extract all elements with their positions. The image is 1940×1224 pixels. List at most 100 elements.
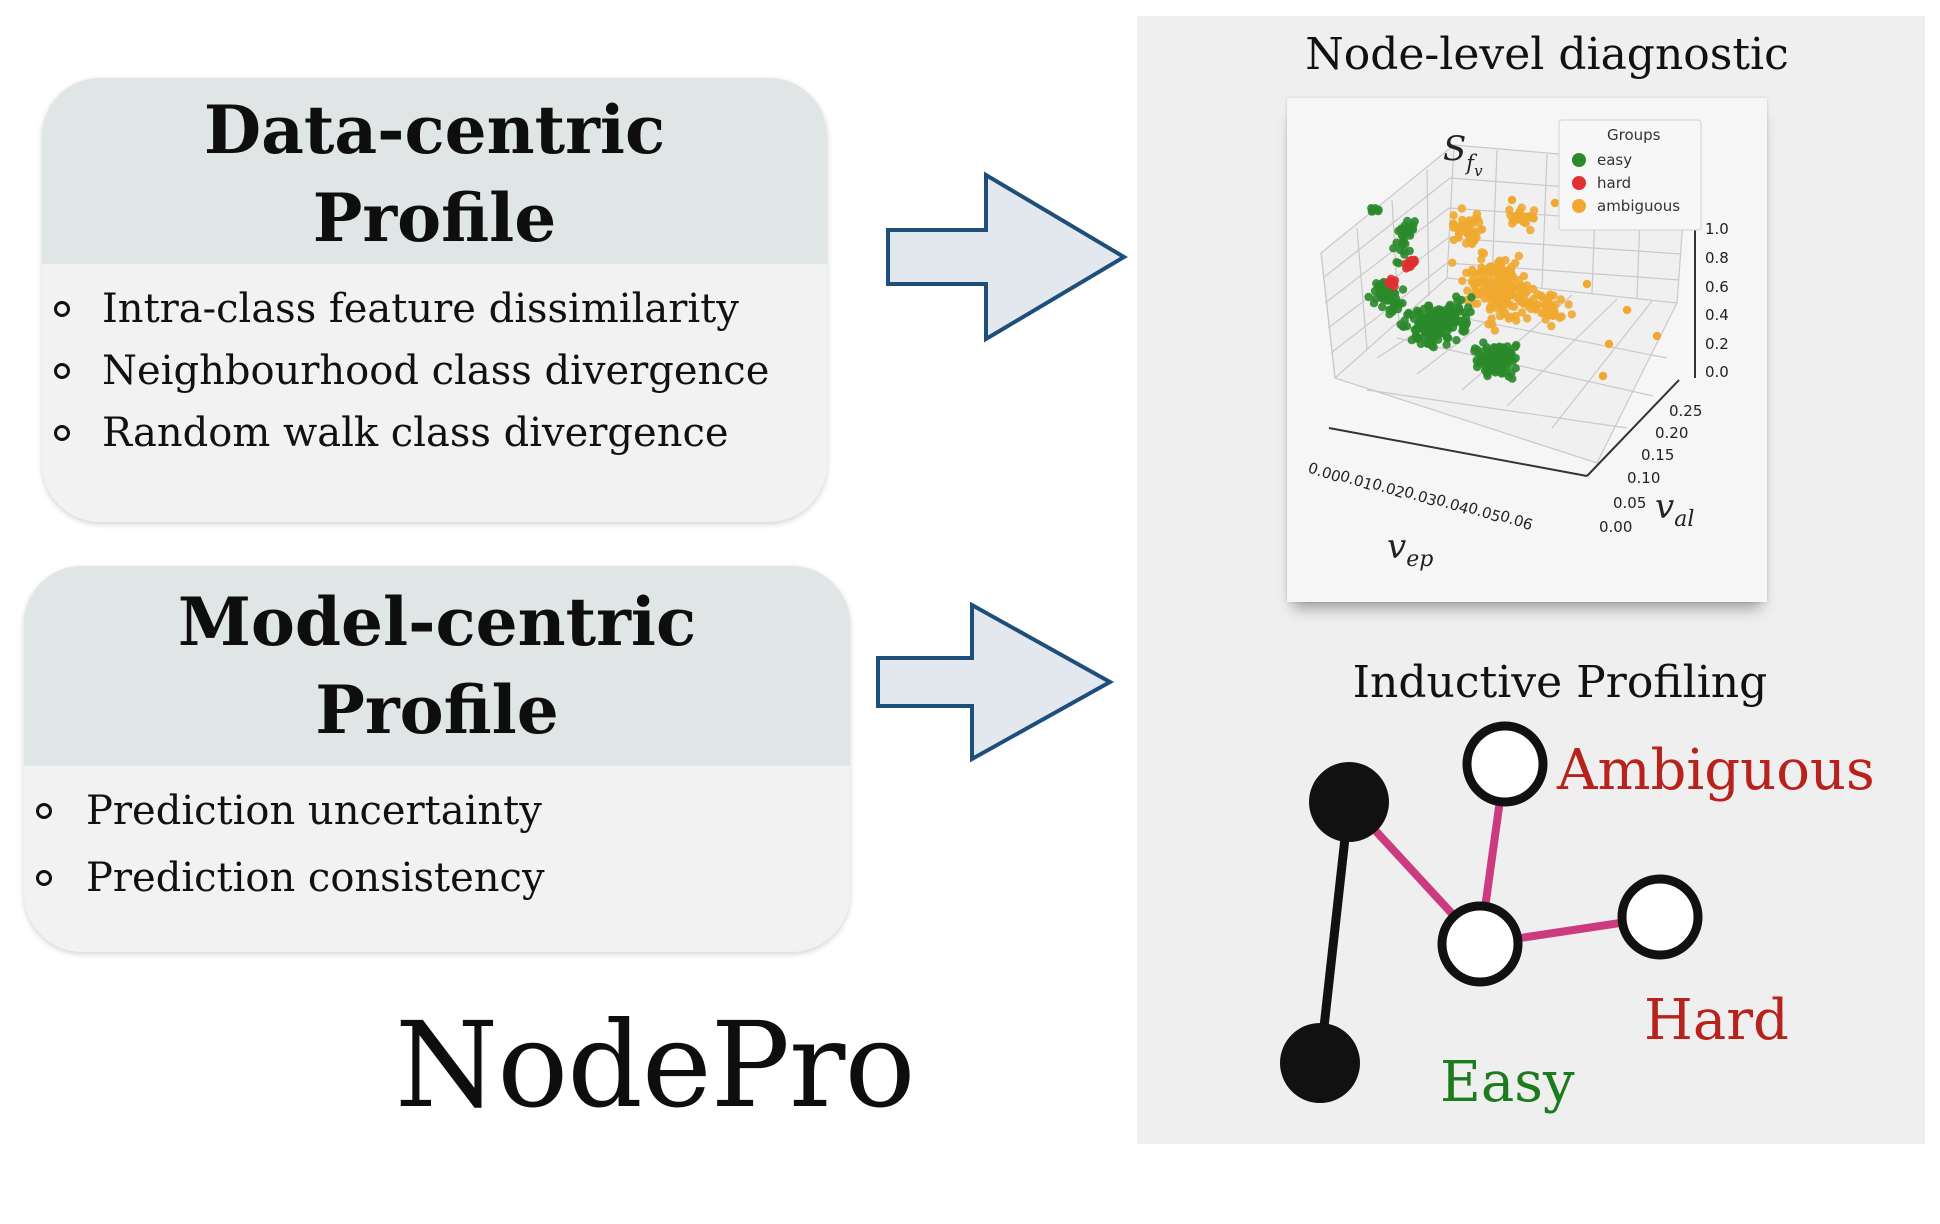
scatter-point-easy bbox=[1368, 206, 1377, 215]
scatter-point-ambiguous bbox=[1457, 221, 1466, 230]
legend-entry-ambiguous: ambiguous bbox=[1597, 197, 1680, 215]
scatter-point-ambiguous bbox=[1526, 225, 1535, 235]
scatter-point-ambiguous bbox=[1533, 300, 1542, 310]
scatter-point-easy bbox=[1423, 338, 1432, 347]
scatter-point-easy bbox=[1467, 293, 1476, 302]
scatter-point-ambiguous bbox=[1463, 286, 1472, 295]
y-axis-ticks: 0.25 0.20 0.15 0.10 0.05 0.00 bbox=[1599, 402, 1702, 536]
y-tick: 0.00 bbox=[1599, 518, 1632, 536]
scatter-point-easy bbox=[1502, 354, 1511, 363]
y-tick: 0.20 bbox=[1655, 424, 1688, 442]
scatter-point-ambiguous bbox=[1549, 291, 1558, 300]
scatter-point-ambiguous bbox=[1486, 302, 1495, 312]
data-centric-title: Data-centric Profile bbox=[42, 78, 827, 264]
scatter-point-easy bbox=[1457, 295, 1466, 305]
scatter-point-easy bbox=[1479, 338, 1488, 347]
list-item: Random walk class divergence bbox=[42, 402, 827, 464]
easy-label: Easy bbox=[1440, 1050, 1575, 1115]
scatter-point-ambiguous bbox=[1464, 229, 1474, 239]
scatter-point-easy bbox=[1488, 364, 1497, 373]
scatter-point-ambiguous bbox=[1449, 223, 1458, 232]
scatter-point-ambiguous bbox=[1463, 219, 1473, 228]
z-tick: 0.0 bbox=[1705, 363, 1729, 381]
scatter-point-easy bbox=[1402, 227, 1411, 236]
scatter-point-easy bbox=[1390, 301, 1399, 311]
scatter-point-easy bbox=[1364, 292, 1373, 302]
scatter-point-easy bbox=[1418, 313, 1427, 322]
scatter-point-ambiguous bbox=[1500, 276, 1510, 285]
inductive-graph bbox=[1280, 721, 1703, 1103]
scatter-point-ambiguous bbox=[1492, 298, 1502, 307]
scatter-point-ambiguous bbox=[1477, 255, 1486, 264]
scatter-point-ambiguous bbox=[1622, 305, 1632, 315]
bullet-circle-icon bbox=[36, 870, 52, 886]
scatter-point-easy bbox=[1413, 324, 1422, 333]
scatter-point-easy bbox=[1508, 356, 1518, 366]
scatter-point-ambiguous bbox=[1557, 312, 1566, 321]
z-tick: 0.8 bbox=[1705, 249, 1729, 267]
scatter-point-ambiguous bbox=[1508, 219, 1517, 228]
model-centric-list: Prediction uncertainty Prediction consis… bbox=[24, 766, 850, 912]
scatter-point-easy bbox=[1411, 332, 1420, 341]
scatter-point-ambiguous bbox=[1564, 300, 1573, 309]
scatter-point-easy bbox=[1396, 320, 1405, 329]
scatter-point-easy bbox=[1403, 310, 1412, 319]
scatter-point-ambiguous bbox=[1529, 206, 1539, 215]
scatter-point-ambiguous bbox=[1514, 251, 1524, 261]
scatter-point-easy bbox=[1400, 250, 1409, 259]
scatter-point-easy bbox=[1442, 340, 1451, 349]
scatter-point-easy bbox=[1394, 226, 1403, 236]
scatter-point-easy bbox=[1429, 331, 1438, 340]
bullet-circle-icon bbox=[54, 363, 70, 379]
list-item: Prediction uncertainty bbox=[24, 778, 850, 845]
scatter-point-easy bbox=[1430, 306, 1440, 315]
scatter-point-easy bbox=[1385, 310, 1394, 319]
scatter-point-ambiguous bbox=[1484, 320, 1493, 329]
inductive-title: Inductive Profiling bbox=[1352, 657, 1768, 708]
scatter-point-easy bbox=[1452, 336, 1461, 345]
filled-node bbox=[1280, 1023, 1360, 1103]
scatter-point-easy bbox=[1433, 315, 1442, 324]
scatter-point-ambiguous bbox=[1495, 311, 1505, 321]
scatter-point-ambiguous bbox=[1494, 285, 1503, 294]
list-item: Intra-class feature dissimilarity bbox=[42, 278, 827, 340]
scatter-3d-plot: Groups easy hard ambiguous 1.0 0.8 0.6 0… bbox=[1287, 98, 1767, 602]
bullet-circle-icon bbox=[54, 301, 70, 317]
filled-node bbox=[1309, 762, 1389, 842]
y-tick: 0.15 bbox=[1641, 446, 1674, 464]
scatter-point-ambiguous bbox=[1467, 277, 1477, 286]
scatter-point-easy bbox=[1450, 318, 1459, 328]
scatter-point-ambiguous bbox=[1472, 233, 1481, 242]
legend-entry-hard: hard bbox=[1597, 174, 1631, 192]
hard-label: Hard bbox=[1644, 988, 1789, 1053]
scatter-point-ambiguous bbox=[1477, 225, 1487, 234]
scatter-point-easy bbox=[1374, 282, 1383, 291]
easy-node bbox=[1437, 901, 1523, 987]
scatter-point-easy bbox=[1392, 238, 1401, 247]
scatter-point-ambiguous bbox=[1512, 316, 1521, 325]
z-axis-ticks: 1.0 0.8 0.6 0.4 0.2 0.0 bbox=[1705, 220, 1729, 381]
scatter-point-easy bbox=[1491, 353, 1500, 363]
bullet-circle-icon bbox=[36, 803, 52, 819]
z-tick: 1.0 bbox=[1705, 220, 1729, 238]
legend-swatch-ambiguous bbox=[1572, 199, 1586, 213]
scatter-point-ambiguous bbox=[1541, 298, 1551, 307]
scatter-point-ambiguous bbox=[1521, 219, 1530, 228]
scatter-point-ambiguous bbox=[1529, 213, 1538, 222]
scatter-point-easy bbox=[1464, 303, 1473, 312]
scatter-point-ambiguous bbox=[1522, 314, 1532, 323]
legend-swatch-hard bbox=[1572, 176, 1586, 190]
scatter-point-ambiguous bbox=[1458, 276, 1467, 286]
scatter-point-ambiguous bbox=[1509, 302, 1519, 311]
data-centric-list: Intra-class feature dissimilarity Neighb… bbox=[42, 264, 827, 464]
z-tick: 0.2 bbox=[1705, 335, 1729, 353]
scatter-point-ambiguous bbox=[1550, 198, 1560, 208]
scatter-point-ambiguous bbox=[1454, 229, 1464, 238]
y-tick: 0.10 bbox=[1627, 469, 1660, 487]
scatter-point-easy bbox=[1378, 302, 1387, 312]
scatter-point-ambiguous bbox=[1485, 279, 1494, 288]
scatter-point-ambiguous bbox=[1529, 294, 1538, 304]
scatter-point-ambiguous bbox=[1497, 293, 1506, 302]
scatter-point-ambiguous bbox=[1490, 326, 1500, 335]
legend-swatch-easy bbox=[1572, 153, 1586, 167]
